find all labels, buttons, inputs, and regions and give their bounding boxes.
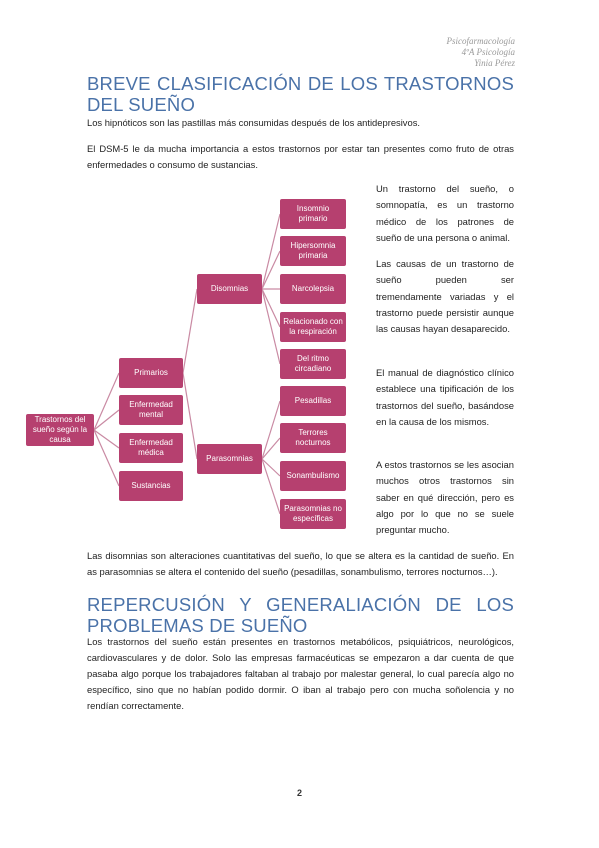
page-number: 2 <box>296 788 302 798</box>
node-enfermedad-mental: Enfermedad mental <box>119 395 183 425</box>
node-parasomnias: Parasomnias <box>197 444 262 474</box>
section1-para1: Los hipnóticos son las pastillas más con… <box>87 117 420 128</box>
side-para3: El manual de diagnóstico clínico estable… <box>376 367 514 427</box>
diagram-root-node: Trastornos del sueño según la causa <box>26 414 94 446</box>
section2-title: REPERCUSIÓN Y GENERALIACIÓN DE LOS PROBL… <box>87 594 514 636</box>
node-pesadillas: Pesadillas <box>280 386 346 416</box>
side-para4: A estos trastornos se les asocian muchos… <box>376 459 514 536</box>
header-author: Yinia Pérez <box>474 58 515 68</box>
node-enfermedad-medica: Enfermedad médica <box>119 433 183 463</box>
node-narcolepsia: Narcolepsia <box>280 274 346 304</box>
section2-para: Los trastornos del sueño están presentes… <box>87 636 514 711</box>
section1-title: BREVE CLASIFICACIÓN DE LOS TRASTORNOS DE… <box>87 73 514 115</box>
node-insomnio-primario: Insomnio primario <box>280 199 346 229</box>
node-primarios: Primarios <box>119 358 183 388</box>
para-disomnias-parasomnias: Las disomnias son alteraciones cuantitat… <box>87 550 514 577</box>
node-sonambulismo: Sonambulismo <box>280 461 346 491</box>
node-terrores-nocturnos: Terrores nocturnos <box>280 423 346 453</box>
header-course: Psicofarmacología <box>446 36 516 46</box>
section1-para2: El DSM-5 le da mucha importancia a estos… <box>87 143 514 170</box>
node-sustancias: Sustancias <box>119 471 183 501</box>
node-hipersomnia-primaria: Hipersomnia primaria <box>280 236 346 266</box>
node-ritmo-circadiano: Del ritmo circadiano <box>280 349 346 379</box>
header-year: 4ºA Psicología <box>461 47 515 57</box>
node-disomnias: Disomnias <box>197 274 262 304</box>
node-parasomnias-no-especificas: Parasomnias no específicas <box>280 499 346 529</box>
side-para1: Un trastorno del sueño, o somnopatía, es… <box>376 183 514 243</box>
side-para2: Las causas de un trastorno de sueño pued… <box>376 258 514 335</box>
node-respiracion: Relacionado con la respiración <box>280 312 346 342</box>
document-header: Psicofarmacología 4ºA Psicología Yinia P… <box>447 36 516 69</box>
